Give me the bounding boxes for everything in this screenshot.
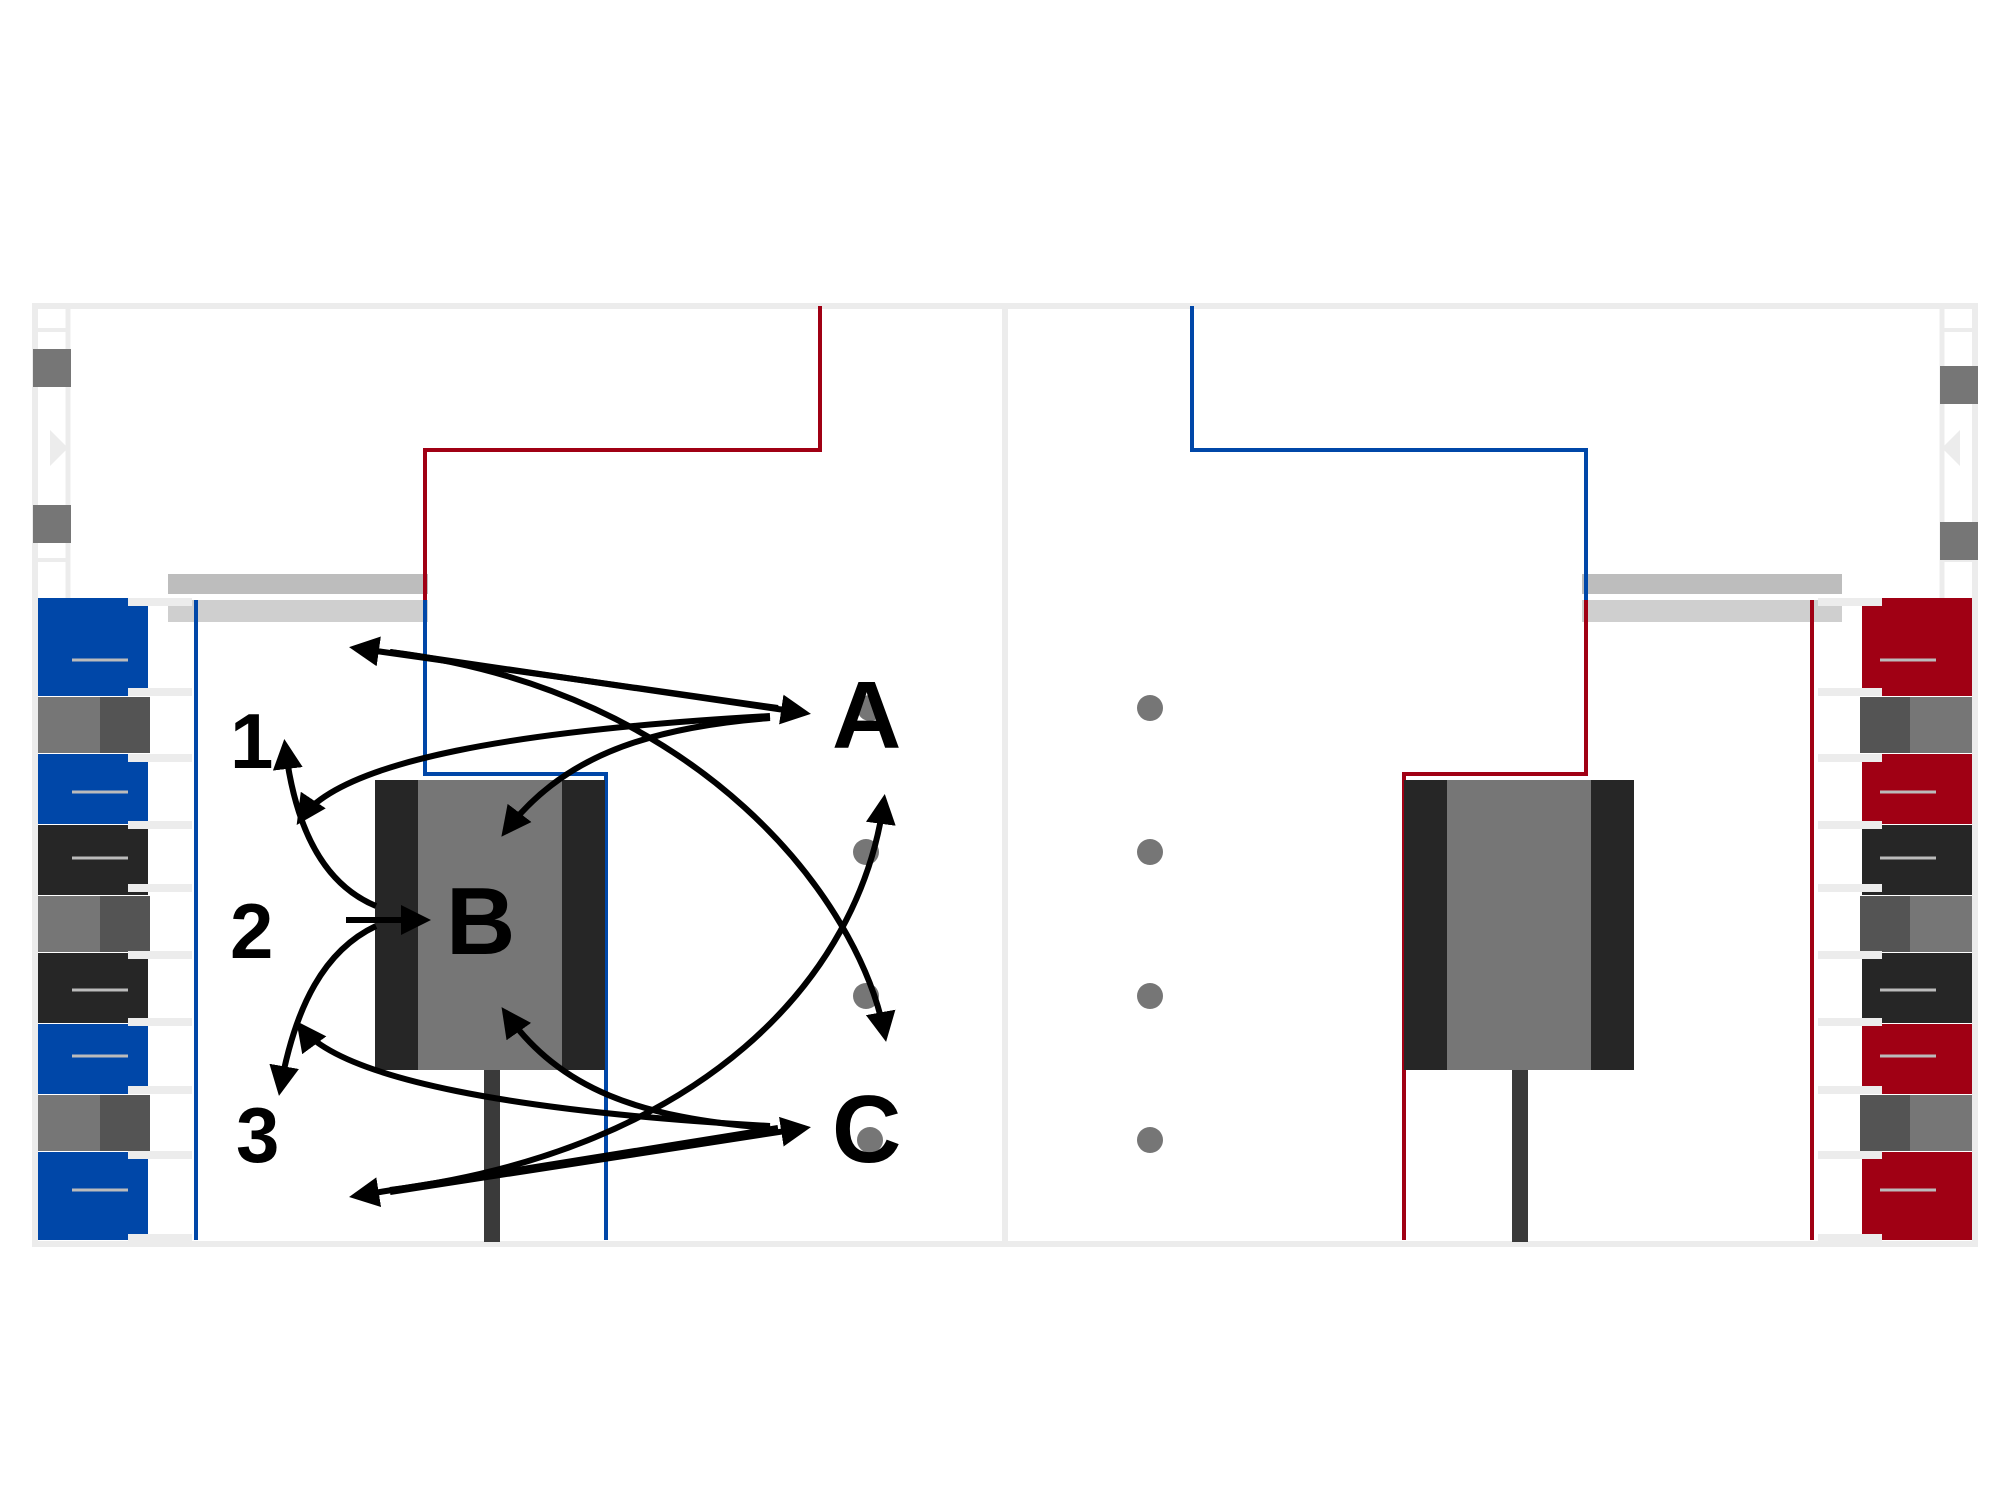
left-connector-bar (168, 574, 428, 594)
label-a: A (832, 662, 901, 769)
label-b: B (446, 868, 515, 975)
arrow-a-to-b (501, 715, 771, 837)
board-frame (32, 303, 1978, 1247)
arrow-a-to-1 (296, 713, 771, 825)
edge-markers (33, 349, 1978, 560)
left-block (375, 780, 605, 1242)
arrow-top-left-to-c (389, 649, 896, 1042)
left-player-column (38, 598, 192, 1242)
arrow-bottom-left-to-a (389, 794, 896, 1193)
left-block-post (484, 1070, 500, 1242)
label-3: 3 (236, 1091, 279, 1179)
right-player-column (1818, 598, 1972, 1242)
arrow-c-to-3 (296, 1021, 771, 1129)
right-connector-bar (1582, 574, 1842, 594)
right-blue-zone-outline (1190, 306, 1588, 600)
label-2: 2 (230, 887, 273, 975)
arrow-b-to-3 (269, 923, 378, 1096)
label-c: C (832, 1076, 901, 1183)
left-connector-shadow (168, 600, 428, 622)
label-1: 1 (230, 697, 273, 785)
right-block-post (1512, 1070, 1528, 1242)
right-block (1404, 780, 1634, 1242)
arrow-b-to-1 (272, 739, 378, 909)
left-blue-stem (423, 600, 608, 1240)
left-red-zone-outline (423, 306, 822, 600)
right-connector-shadow (1582, 600, 1842, 622)
